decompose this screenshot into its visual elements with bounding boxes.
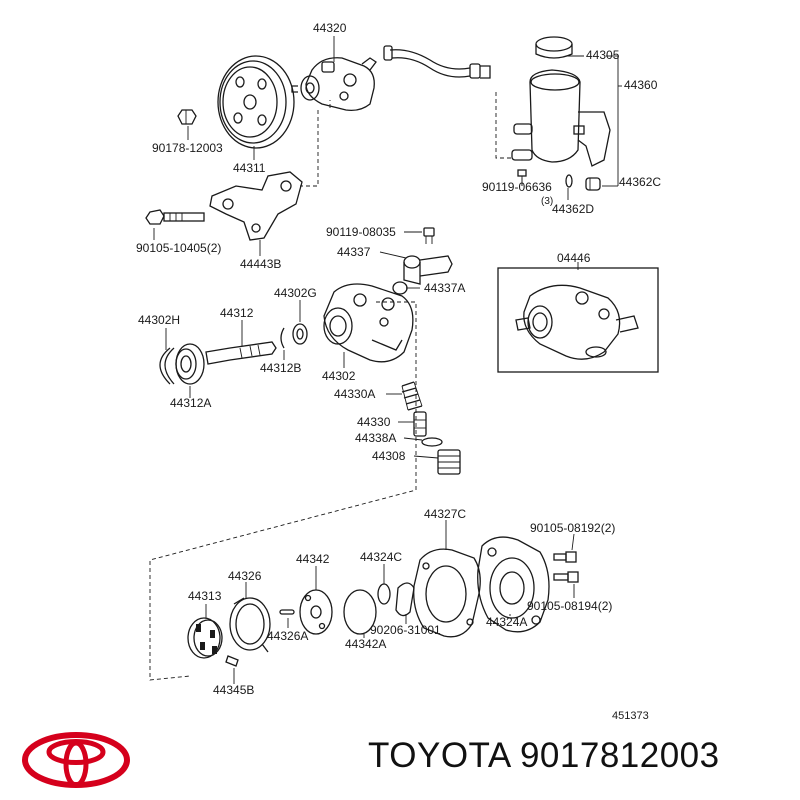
label-44345B: 44345B bbox=[213, 683, 254, 697]
hose-drawing bbox=[383, 45, 491, 79]
label-44337A: 44337A bbox=[424, 281, 465, 295]
label-44362C: 44362C bbox=[619, 175, 661, 189]
toyota-logo bbox=[22, 732, 130, 788]
snap-ring-drawing bbox=[280, 327, 285, 349]
label-44302: 44302 bbox=[322, 369, 356, 383]
ring-drawing bbox=[159, 347, 175, 385]
label-44337: 44337 bbox=[337, 245, 371, 259]
label-44302H: 44302H bbox=[138, 313, 180, 327]
label-44326A: 44326A bbox=[267, 629, 308, 643]
gasket-drawing bbox=[413, 548, 481, 638]
label-44302G: 44302G bbox=[274, 286, 317, 300]
label-44311: 44311 bbox=[233, 161, 266, 175]
reservoir-drawing bbox=[511, 36, 611, 167]
housing-bolt-top-drawing bbox=[553, 551, 577, 563]
bracket-drawing bbox=[209, 171, 303, 241]
label-44313: 44313 bbox=[188, 589, 222, 603]
label-90178-12003: 90178-12003 bbox=[152, 141, 223, 155]
side-plate-drawing bbox=[299, 589, 333, 635]
label-90105-10405: 90105-10405(2) bbox=[136, 241, 221, 255]
label-44320: 44320 bbox=[313, 21, 347, 35]
label-90206-31001: 90206-31001 bbox=[370, 623, 441, 637]
label-44326: 44326 bbox=[228, 569, 262, 583]
wave-spring-drawing bbox=[395, 582, 415, 617]
label-44443B: 44443B bbox=[240, 257, 281, 271]
label-qty-3: (3) bbox=[541, 196, 553, 207]
grommet-drawing bbox=[585, 177, 601, 191]
shaft-drawing bbox=[205, 341, 277, 365]
diagram-number: 451373 bbox=[612, 710, 649, 722]
cam-ring-drawing bbox=[229, 597, 271, 653]
long-bolt-drawing bbox=[145, 209, 205, 225]
spring-drawing bbox=[401, 381, 423, 411]
label-44362D: 44362D bbox=[552, 202, 594, 216]
pump-assembly-drawing bbox=[291, 57, 377, 112]
gasket-kit-box bbox=[497, 267, 659, 373]
rotor-drawing bbox=[187, 617, 223, 659]
label-90119-08035: 90119-08035 bbox=[326, 225, 396, 239]
label-44327C: 44327C bbox=[424, 507, 466, 521]
label-44324A: 44324A bbox=[486, 615, 527, 629]
brand-caption: TOYOTA 9017812003 bbox=[368, 736, 720, 775]
label-90105-08194: 90105-08194(2) bbox=[527, 599, 612, 613]
label-44312A: 44312A bbox=[170, 396, 211, 410]
o-ring-large-drawing bbox=[343, 589, 377, 635]
label-44312B: 44312B bbox=[260, 361, 301, 375]
union-bolt-drawing bbox=[423, 227, 435, 244]
label-44360: 44360 bbox=[624, 78, 658, 92]
pin-drawing bbox=[279, 609, 295, 615]
part-labels: 44320 44305 44360 90178-12003 44311 9011… bbox=[136, 21, 661, 722]
pulley-drawing bbox=[217, 55, 295, 149]
label-44312: 44312 bbox=[220, 306, 254, 320]
oil-seal-drawing bbox=[292, 323, 308, 345]
label-44330: 44330 bbox=[357, 415, 391, 429]
label-44308: 44308 bbox=[372, 449, 406, 463]
label-44324C: 44324C bbox=[360, 550, 402, 564]
clip-drawing bbox=[565, 174, 573, 188]
label-44305: 44305 bbox=[586, 48, 620, 62]
label-44330A: 44330A bbox=[334, 387, 375, 401]
bearing-drawing bbox=[175, 343, 205, 385]
housing-bolt-bottom-drawing bbox=[553, 571, 579, 583]
o-ring-drawing bbox=[421, 437, 443, 447]
leader-lines bbox=[153, 36, 622, 684]
rear-housing-drawing bbox=[477, 536, 550, 633]
label-90105-08192: 90105-08192(2) bbox=[530, 521, 615, 535]
pump-body-drawing bbox=[323, 283, 414, 363]
label-44342A: 44342A bbox=[345, 637, 386, 651]
label-90119-06636: 90119-06636 bbox=[482, 180, 552, 194]
vane-drawing bbox=[225, 655, 239, 667]
label-44338A: 44338A bbox=[355, 431, 396, 445]
dashed-guides bbox=[149, 92, 512, 681]
label-44342: 44342 bbox=[296, 552, 330, 566]
plug-drawing bbox=[437, 449, 461, 475]
o-ring-small-drawing bbox=[377, 583, 391, 605]
label-04446: 04446 bbox=[557, 251, 591, 265]
nut-drawing bbox=[177, 109, 197, 125]
union-drawing bbox=[392, 255, 453, 295]
